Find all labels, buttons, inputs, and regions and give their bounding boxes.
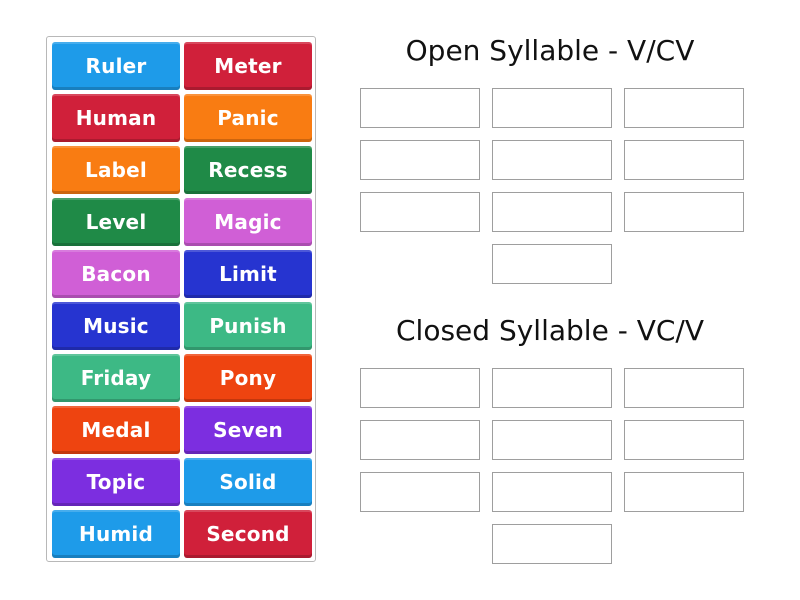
closed-syllable-drop-slot[interactable] — [360, 368, 480, 408]
closed-syllable-drop-slot[interactable] — [624, 368, 744, 408]
word-tile-magic[interactable]: Magic — [184, 198, 312, 246]
open-syllable-drop-slot[interactable] — [492, 244, 612, 284]
open-syllable-drop-slot[interactable] — [360, 140, 480, 180]
open-syllable-drop-slot[interactable] — [492, 192, 612, 232]
word-tile-humid[interactable]: Humid — [52, 510, 180, 558]
group-title-closed-syllable: Closed Syllable - VC/V — [396, 314, 704, 347]
open-syllable-drop-slot[interactable] — [624, 140, 744, 180]
word-tile-meter[interactable]: Meter — [184, 42, 312, 90]
word-tile-label[interactable]: Label — [52, 146, 180, 194]
word-tile-punish[interactable]: Punish — [184, 302, 312, 350]
word-tile-second[interactable]: Second — [184, 510, 312, 558]
word-tile-limit[interactable]: Limit — [184, 250, 312, 298]
word-tile-seven[interactable]: Seven — [184, 406, 312, 454]
word-tile-bacon[interactable]: Bacon — [52, 250, 180, 298]
closed-syllable-drop-slot[interactable] — [360, 472, 480, 512]
open-syllable-drop-slot[interactable] — [624, 88, 744, 128]
open-syllable-drop-slot[interactable] — [360, 88, 480, 128]
closed-syllable-drop-slot[interactable] — [492, 524, 612, 564]
word-tile-recess[interactable]: Recess — [184, 146, 312, 194]
word-tile-friday[interactable]: Friday — [52, 354, 180, 402]
open-syllable-drop-slot[interactable] — [492, 140, 612, 180]
closed-syllable-drop-slot[interactable] — [492, 368, 612, 408]
closed-syllable-drop-slot[interactable] — [492, 472, 612, 512]
word-tile-music[interactable]: Music — [52, 302, 180, 350]
open-syllable-drop-slot[interactable] — [624, 192, 744, 232]
group-title-open-syllable: Open Syllable - V/CV — [405, 34, 695, 67]
closed-syllable-drop-slot[interactable] — [360, 420, 480, 460]
closed-syllable-drop-slot[interactable] — [624, 472, 744, 512]
open-syllable-drop-slot[interactable] — [492, 88, 612, 128]
word-tile-level[interactable]: Level — [52, 198, 180, 246]
open-syllable-drop-slot[interactable] — [360, 192, 480, 232]
word-tile-pony[interactable]: Pony — [184, 354, 312, 402]
word-tile-panic[interactable]: Panic — [184, 94, 312, 142]
word-tile-medal[interactable]: Medal — [52, 406, 180, 454]
closed-syllable-drop-slot[interactable] — [492, 420, 612, 460]
word-tile-solid[interactable]: Solid — [184, 458, 312, 506]
closed-syllable-drop-slot[interactable] — [624, 420, 744, 460]
word-tile-human[interactable]: Human — [52, 94, 180, 142]
word-tile-topic[interactable]: Topic — [52, 458, 180, 506]
word-tile-ruler[interactable]: Ruler — [52, 42, 180, 90]
